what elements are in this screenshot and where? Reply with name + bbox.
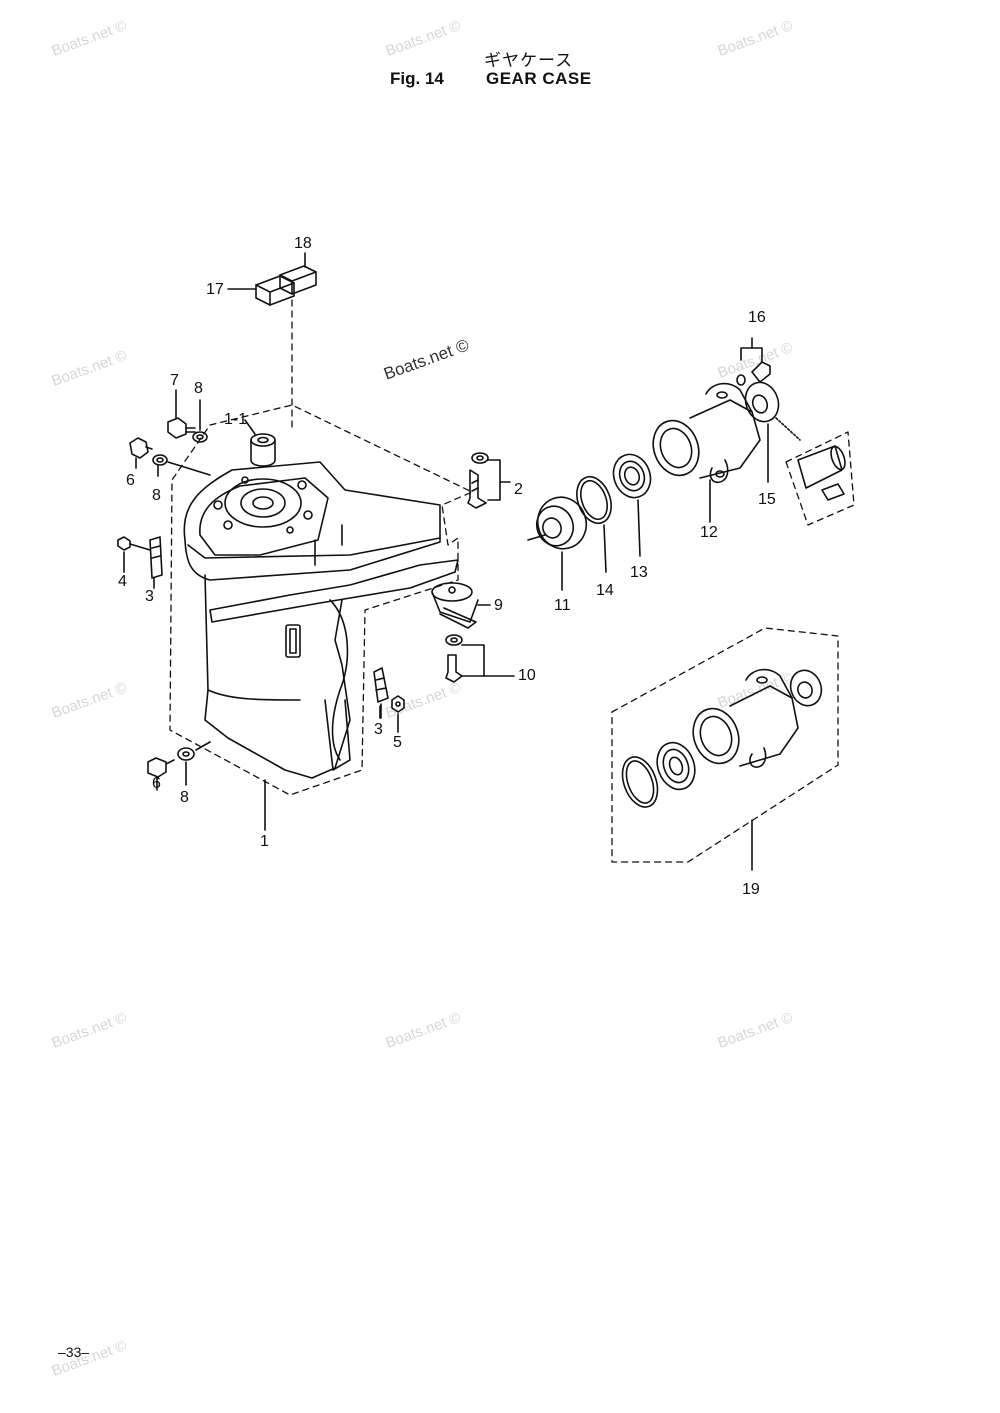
callout-14: 14 xyxy=(596,582,614,599)
callout-3: 3 xyxy=(145,588,154,605)
part-6-8-plug-washer xyxy=(129,437,211,477)
callout-17: 17 xyxy=(206,281,224,298)
figure-title-japanese: ギヤケース xyxy=(484,51,574,71)
callout-12: 12 xyxy=(700,524,718,541)
callout-10: 10 xyxy=(518,667,536,684)
callout-1: 1 xyxy=(260,833,269,850)
part-9-trim-tab xyxy=(431,582,491,629)
part-10-bolt-washer xyxy=(445,634,515,683)
page-number: –33– xyxy=(58,1344,90,1360)
callout-13: 13 xyxy=(630,564,648,581)
callout-2: 2 xyxy=(514,481,523,498)
part-3-4-screw-anode xyxy=(117,536,163,589)
part-1-gear-case xyxy=(183,461,459,779)
callout-19: 19 xyxy=(742,881,760,898)
part-19-kit xyxy=(621,668,823,871)
part-2-bolt-washer xyxy=(467,452,511,509)
callout-8: 8 xyxy=(194,380,203,397)
part-14-o-ring xyxy=(576,475,612,573)
callout-8: 8 xyxy=(152,487,161,504)
callout-6: 6 xyxy=(126,472,135,489)
part-16-bolt-washer xyxy=(736,337,771,386)
callout-9: 9 xyxy=(494,597,503,614)
part-3-5-anode-nut xyxy=(373,667,405,733)
part-12-bearing-housing xyxy=(652,382,761,523)
part-13-seal xyxy=(612,453,652,557)
part-17-18-plates xyxy=(227,252,317,306)
callout-5: 5 xyxy=(393,734,402,751)
callout-15: 15 xyxy=(758,491,776,508)
part-7-8-bolt-washer xyxy=(167,389,208,443)
part-1-1-bushing xyxy=(244,419,276,467)
callout-1-1: 1-1 xyxy=(224,411,248,428)
callout-11: 11 xyxy=(554,597,571,614)
callout-7: 7 xyxy=(170,372,179,389)
callout-8: 8 xyxy=(180,789,189,806)
part-15-seal xyxy=(744,381,846,501)
callout-16: 16 xyxy=(748,309,766,326)
figure-number: Fig. 14 xyxy=(390,69,444,88)
callout-6: 6 xyxy=(152,775,161,792)
callout-18: 18 xyxy=(294,235,312,252)
part-6-8-lower-plug-washer xyxy=(147,741,211,791)
callout-4: 4 xyxy=(118,573,127,590)
assembly-boundary-lines xyxy=(169,299,855,863)
callout-3: 3 xyxy=(374,721,383,738)
part-11-bearing xyxy=(527,496,588,591)
figure-title: GEAR CASE xyxy=(486,69,592,88)
